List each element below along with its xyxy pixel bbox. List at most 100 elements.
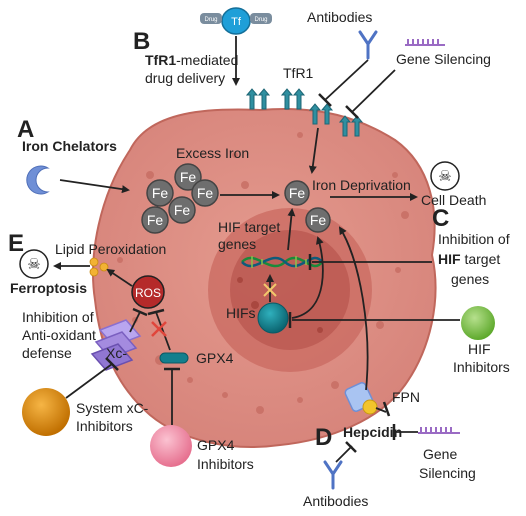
system-xc-inhibitors-label-1: System xC- xyxy=(76,400,149,416)
gene-silencing-top-label: Gene Silencing xyxy=(396,51,491,67)
gpx4-to-ros-line xyxy=(155,311,171,351)
nucleus-dots xyxy=(237,277,323,333)
antibody-inhibition-line xyxy=(324,59,369,101)
xc-transporter-icon xyxy=(90,319,142,371)
tfr1-label: TfR1 xyxy=(283,65,314,81)
gene-silencing-inhibition-bar xyxy=(345,105,359,119)
hepcidin-inhibition-bar xyxy=(382,401,391,417)
panel-letter-e: E xyxy=(8,230,24,257)
ferroptosis-label: Ferroptosis xyxy=(10,280,87,296)
gene-silencing-bottom-label-1: Gene xyxy=(423,446,457,462)
svg-text:Fe: Fe xyxy=(174,202,191,218)
svg-text:Fe: Fe xyxy=(310,212,327,228)
excess-iron-label: Excess Iron xyxy=(176,145,249,161)
chelator-arrow xyxy=(59,179,130,194)
iron-atom: Fe xyxy=(146,179,174,207)
gene-silencing-inhibition-line xyxy=(351,69,396,113)
svg-text:Tf: Tf xyxy=(231,16,242,28)
svg-text:Drug: Drug xyxy=(204,17,217,23)
tfr1-receptor-icon xyxy=(308,103,334,125)
panel-letter-b: B xyxy=(133,28,150,55)
antibodies-bottom-label: Antibodies xyxy=(303,493,368,509)
panel-letter-d: D xyxy=(315,424,332,451)
ros-to-lipid-arrow xyxy=(106,268,133,287)
tfr1-receptor-icon xyxy=(245,88,271,110)
dna-icon xyxy=(241,256,324,268)
skull-crossbones-icon: ☠ xyxy=(19,249,49,279)
iron-atom: Fe xyxy=(168,196,196,224)
hif-target-genes-label-1: HIF target xyxy=(218,219,280,235)
tfr1-receptor-icon xyxy=(338,115,364,137)
panel-letter-c: C xyxy=(432,205,449,232)
antibody-inhibition-bar xyxy=(318,93,332,107)
ros-molecule xyxy=(131,275,165,309)
system-xc-inhibitor-line xyxy=(65,363,113,399)
ros-label: ROS xyxy=(135,286,161,300)
skull-crossbones-icon: ☠ xyxy=(430,161,460,191)
hif-target-genes-label-2: genes xyxy=(218,236,256,252)
svg-text:Fe: Fe xyxy=(180,169,197,185)
fpn-label: FPN xyxy=(392,389,420,405)
gpx4-block-x-icon xyxy=(151,321,167,337)
system-xc-inhibitor-sphere xyxy=(22,388,70,436)
gpx4-label: GPX4 xyxy=(196,350,234,366)
gpx4-inhibitor-sphere xyxy=(150,425,192,467)
receptor-to-iron-arrow xyxy=(308,127,319,174)
system-xc-inhibitors-label-2: Inhibitors xyxy=(76,418,133,434)
iron-chelators-title: Iron Chelators xyxy=(22,138,117,154)
tfr1-delivery-subtitle: drug delivery xyxy=(145,70,225,86)
iron-atom: Fe xyxy=(141,206,169,234)
gene-silencing-bottom-label-2: Silencing xyxy=(419,465,476,481)
system-xc-inhibitor-bar xyxy=(105,357,119,371)
iron-atom: Fe xyxy=(191,179,219,207)
antibody-bottom-bar xyxy=(345,441,357,453)
hif-loop-arrow xyxy=(291,236,324,319)
gpx4-inhibitors-label-1: GPX4 xyxy=(197,437,235,453)
excess-iron-cluster: Fe Fe Fe Fe Fe xyxy=(141,163,219,234)
hif-inhibitors-label-2: Inhibitors xyxy=(453,359,510,375)
iron-deprivation-label: Iron Deprivation xyxy=(312,177,411,193)
fpn-export-arrow xyxy=(338,226,369,391)
gpx4-to-ros-bar xyxy=(147,308,165,316)
svg-text:☠: ☠ xyxy=(27,255,40,273)
lipid-peroxidation-label: Lipid Peroxidation xyxy=(55,241,166,257)
cell-death-label: Cell Death xyxy=(421,192,486,208)
transferrin-icon: Tf Drug Drug xyxy=(200,7,272,35)
panel-c-line2: HIF target xyxy=(438,251,500,267)
lipid-droplet-icon xyxy=(89,257,109,277)
svg-text:☠: ☠ xyxy=(438,167,451,185)
hifs-label: HIFs xyxy=(226,305,256,321)
antibodies-top-label: Antibodies xyxy=(307,9,372,25)
xc-to-ros-line xyxy=(129,311,141,333)
chelator-icon xyxy=(26,165,50,195)
antioxidant-label-1: Inhibition of xyxy=(22,309,94,325)
gpx4-protein xyxy=(159,352,189,364)
svg-text:Fe: Fe xyxy=(147,212,164,228)
svg-text:Fe: Fe xyxy=(289,185,306,201)
iron-deprivation-atoms: Fe Fe xyxy=(284,180,331,233)
hif-inhibitors-label-1: HIF xyxy=(468,341,491,357)
antibody-icon xyxy=(323,460,343,490)
panel-letter-a: A xyxy=(17,116,34,143)
antibody-icon xyxy=(358,30,378,60)
tfr1-receptor-icon xyxy=(280,88,306,110)
svg-text:Drug: Drug xyxy=(254,17,267,23)
rna-icon xyxy=(405,39,445,46)
xc-to-ros-bar xyxy=(132,307,148,317)
rna-icon xyxy=(418,427,460,434)
antioxidant-label-2: Anti-oxidant xyxy=(22,327,96,343)
iron-atom: Fe xyxy=(284,180,310,206)
dna-to-iron-arrow xyxy=(287,208,296,251)
antioxidant-label-3: defense xyxy=(22,345,72,361)
svg-text:Fe: Fe xyxy=(197,185,214,201)
iron-atom: Fe xyxy=(305,207,331,233)
antibody-bottom-line xyxy=(335,445,353,463)
svg-text:Fe: Fe xyxy=(152,185,169,201)
hepcidin-inhibition-line xyxy=(375,407,387,413)
hepcidin-label: Hepcidin xyxy=(343,424,402,440)
iron-atom: Fe xyxy=(174,163,202,191)
xc-label: Xc- xyxy=(106,345,127,361)
tfr1-delivery-title: TfR1-mediated xyxy=(145,52,238,68)
panel-c-line1: Inhibition of xyxy=(438,231,510,247)
